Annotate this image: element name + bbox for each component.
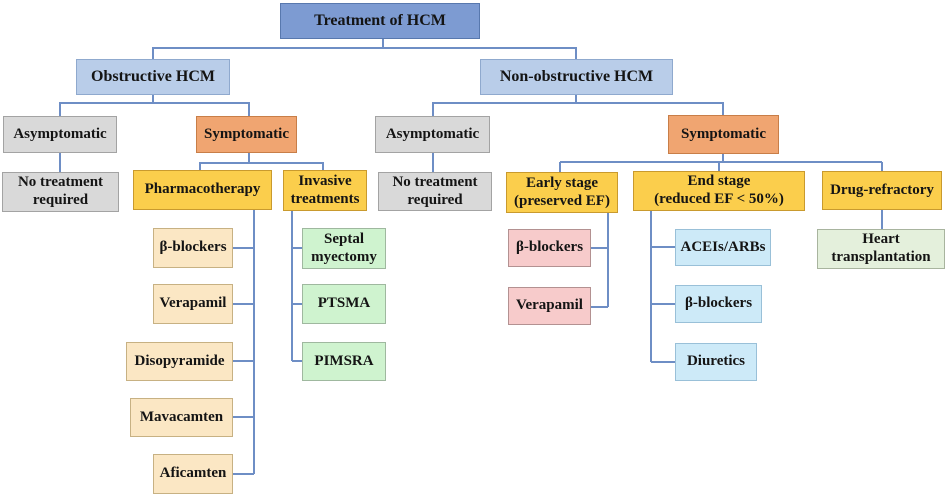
node-disopyramide: Disopyramide bbox=[126, 342, 233, 381]
node-pimsra: PIMSRA bbox=[302, 342, 386, 381]
node-ptsma: PTSMA bbox=[302, 284, 386, 324]
node-non-obstructive-symptomatic: Symptomatic bbox=[668, 115, 779, 154]
node-early-verapamil: Verapamil bbox=[508, 287, 591, 325]
node-septal-myectomy: Septal myectomy bbox=[302, 228, 386, 269]
node-diuretics: Diuretics bbox=[675, 343, 757, 381]
node-invasive-treatments: Invasive treatments bbox=[283, 170, 367, 211]
node-pharmacotherapy: Pharmacotherapy bbox=[133, 170, 272, 210]
node-treatment-of-hcm: Treatment of HCM bbox=[280, 3, 480, 39]
node-obstructive-verapamil: Verapamil bbox=[153, 284, 233, 324]
node-end-stage: End stage (reduced EF < 50%) bbox=[633, 171, 805, 211]
node-aficamten: Aficamten bbox=[153, 454, 233, 494]
node-end-beta-blockers: β-blockers bbox=[675, 285, 762, 323]
node-obstructive-symptomatic: Symptomatic bbox=[196, 116, 297, 153]
node-obstructive-asymptomatic: Asymptomatic bbox=[3, 116, 117, 153]
node-non-obstructive-asymptomatic: Asymptomatic bbox=[375, 116, 490, 153]
node-obstructive-beta-blockers: β-blockers bbox=[153, 228, 233, 268]
node-mavacamten: Mavacamten bbox=[130, 398, 233, 437]
node-obstructive-hcm: Obstructive HCM bbox=[76, 59, 230, 95]
node-early-stage: Early stage (preserved EF) bbox=[506, 172, 618, 213]
node-obstructive-no-treatment: No treatment required bbox=[2, 172, 119, 212]
node-aceis-arbs: ACEIs/ARBs bbox=[675, 229, 771, 266]
node-non-obstructive-no-treatment: No treatment required bbox=[378, 172, 492, 211]
node-drug-refractory: Drug-refractory bbox=[822, 171, 942, 210]
node-non-obstructive-hcm: Non-obstructive HCM bbox=[480, 59, 673, 95]
node-early-beta-blockers: β-blockers bbox=[508, 229, 591, 267]
node-heart-transplantation: Heart transplantation bbox=[817, 229, 945, 269]
